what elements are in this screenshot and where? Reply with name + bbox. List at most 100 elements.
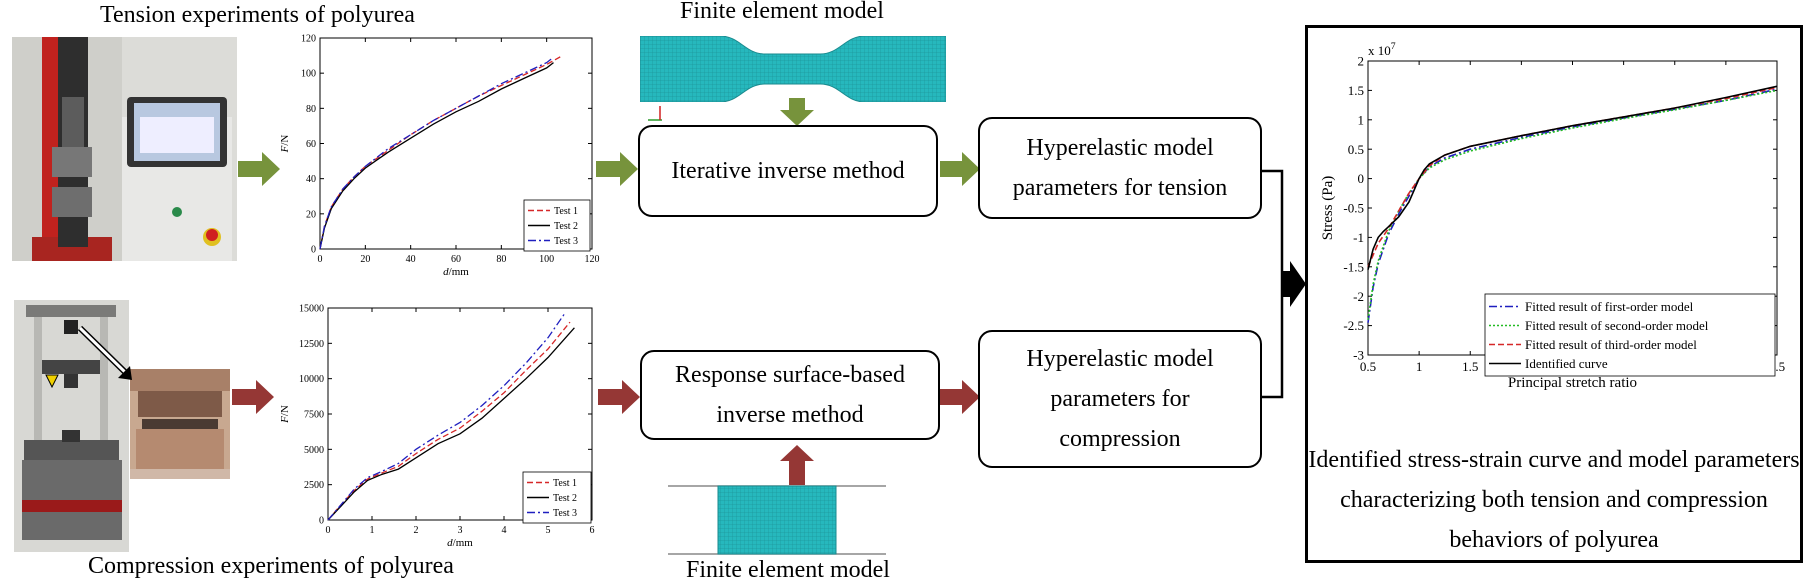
y-tick-label: 7500 [304, 410, 324, 421]
legend-label: Test 2 [553, 493, 577, 504]
x-axis-label: d/mm [447, 537, 473, 549]
legend-label: Fitted result of third-order model [1525, 337, 1697, 352]
series-line-1 [327, 321, 571, 521]
y-tick-label: 2500 [304, 480, 324, 491]
x-tick-label: 1 [1416, 359, 1423, 374]
red-arrow-up [780, 445, 814, 485]
green-arrow-down [780, 98, 814, 126]
compression-machine-photo [14, 300, 129, 552]
red-arrow-to-response [598, 380, 640, 414]
zoom-pointer-arrow [77, 325, 132, 380]
response-surface-inverse-method-box: Response surface-based inverse method [640, 350, 940, 440]
series-line-3 [319, 58, 552, 250]
tension-caption: Tension experiments of polyurea [100, 2, 415, 28]
x-axis-label: d/mm [443, 266, 469, 278]
y-tick-label: -1.5 [1343, 259, 1364, 274]
legend-label: Test 1 [554, 206, 578, 217]
x-axis-label: Principal stretch ratio [1508, 375, 1637, 391]
compression-caption: Compression experiments of polyurea [88, 553, 454, 579]
series-line-4 [1367, 85, 1778, 270]
x-tick-label: 5 [546, 525, 551, 536]
y-tick-label: -1 [1353, 230, 1364, 245]
x-tick-label: 6 [590, 525, 595, 536]
y-multiplier-label: x 107 [1368, 41, 1396, 58]
y-tick-label: 20 [306, 209, 316, 220]
hyperelastic-compression-label: Hyperelastic model parameters for compre… [1026, 346, 1214, 452]
y-axis-label: F/N [279, 135, 291, 154]
y-tick-label: 12500 [299, 339, 324, 350]
arrow-shape [238, 152, 280, 186]
y-axis-label: Stress (Pa) [1320, 176, 1336, 241]
legend-label: Fitted result of second-order model [1525, 318, 1709, 333]
fe-model-bottom-caption: Finite element model [686, 557, 890, 583]
x-tick-label: 100 [539, 254, 554, 265]
x-tick-label: 0 [318, 254, 323, 265]
legend-label: Test 3 [554, 236, 578, 247]
red-arrow-left [232, 380, 274, 414]
x-tick-label: 2 [414, 525, 419, 536]
y-tick-label: -2.5 [1343, 318, 1364, 333]
compression-chart: 0 1 2 3 4 5 6 0 2500 5000 7500 10000 12500 15000 d/mm F… [279, 304, 595, 550]
y-tick-label: 0.5 [1348, 142, 1364, 157]
legend-label: Fitted result of first-order model [1525, 299, 1694, 314]
hyperelastic-compression-box: Hyperelastic model parameters for compre… [978, 330, 1262, 468]
fe-model-dogbone-mesh [640, 36, 946, 102]
hyperelastic-tension-box: Hyperelastic model parameters for tensio… [978, 117, 1262, 219]
result-caption: Identified stress-strain curve and model… [1308, 447, 1800, 553]
identified-curve-chart: 0.511.522.533.544.5-3-2.5-2-1.5-1-0.500.… [1320, 41, 1785, 391]
result-panel: 0.511.522.533.544.5-3-2.5-2-1.5-1-0.500.… [1305, 25, 1803, 563]
x-tick-label: 1 [370, 525, 375, 536]
y-tick-label: 1 [1358, 112, 1365, 127]
series-line-2 [319, 62, 554, 250]
y-tick-label: 5000 [304, 445, 324, 456]
series-line-1 [1367, 88, 1778, 323]
y-tick-label: -0.5 [1343, 201, 1364, 216]
tension-machine-photo [12, 37, 237, 261]
green-arrow-to-hyper-tension [940, 152, 980, 186]
series-line-2 [327, 327, 575, 521]
y-tick-label: 0 [311, 245, 316, 256]
specimen-closeup-photo [130, 369, 230, 479]
y-tick-label: 15000 [299, 304, 324, 315]
green-arrow-left [238, 152, 280, 186]
x-tick-label: 3 [458, 525, 463, 536]
merge-bracket-arrow [1262, 169, 1306, 399]
y-tick-label: 1.5 [1348, 83, 1364, 98]
x-tick-label: 0.5 [1360, 359, 1376, 374]
hyperelastic-tension-label: Hyperelastic model parameters for tensio… [1012, 135, 1228, 201]
y-tick-label: 0 [319, 516, 324, 527]
green-arrow-to-iterative [596, 152, 638, 186]
x-tick-label: 60 [451, 254, 461, 265]
x-tick-label: 120 [585, 254, 600, 265]
iterative-inverse-method-label: Iterative inverse method [671, 158, 905, 184]
y-tick-label: 60 [306, 139, 316, 150]
x-tick-label: 40 [406, 254, 416, 265]
legend-label: Test 1 [553, 478, 577, 489]
x-tick-label: 4 [502, 525, 507, 536]
y-tick-label: 10000 [299, 374, 324, 385]
x-tick-label: 80 [496, 254, 506, 265]
fe-model-top-caption: Finite element model [680, 0, 884, 24]
legend-box [1484, 293, 1776, 377]
iterative-inverse-method-box: Iterative inverse method [638, 125, 938, 217]
y-tick-label: -3 [1353, 348, 1364, 363]
x-tick-label: 0 [326, 525, 331, 536]
y-tick-label: 120 [301, 34, 316, 45]
y-tick-label: 0 [1358, 171, 1365, 186]
y-tick-label: 40 [306, 174, 316, 185]
y-tick-label: -2 [1353, 289, 1364, 304]
x-tick-label: 1.5 [1462, 359, 1478, 374]
fe-model-cylinder-mesh [668, 485, 886, 555]
axis-triad-icon [648, 106, 662, 121]
y-axis-label: F/N [279, 405, 291, 424]
response-surface-inverse-method-label: Response surface-based inverse method [675, 362, 905, 428]
legend-label: Identified curve [1525, 356, 1608, 371]
red-arrow-to-hyper-compression [940, 380, 980, 414]
x-tick-label: 20 [360, 254, 370, 265]
y-tick-label: 80 [306, 104, 316, 115]
series-line-3 [327, 311, 567, 521]
legend-label: Test 3 [553, 508, 577, 519]
legend-label: Test 2 [554, 221, 578, 232]
y-tick-label: 2 [1358, 54, 1365, 69]
